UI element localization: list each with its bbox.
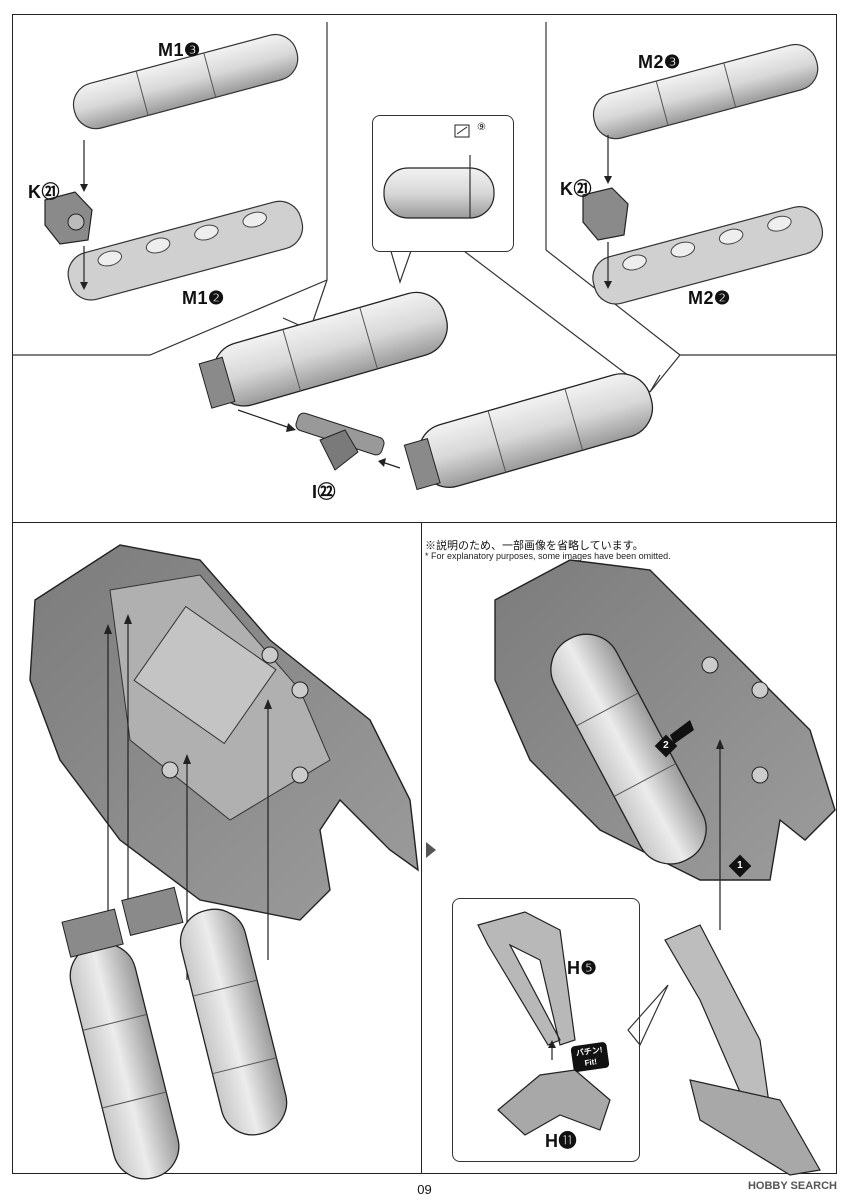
assembled-tank-2 xyxy=(403,373,654,491)
assembled-tank-1 xyxy=(198,291,448,409)
detail-code: ⑨ xyxy=(477,122,487,133)
label-m2-3: M2❸ xyxy=(638,52,681,72)
part-m1-3-shell xyxy=(72,33,299,130)
part-m2-3-shell xyxy=(592,43,819,140)
label-h11: H⓫ xyxy=(545,1131,577,1151)
shield-left xyxy=(29,544,419,921)
column-divider xyxy=(421,522,422,1174)
part-h5 xyxy=(477,911,576,1046)
label-i22: I㉒ xyxy=(312,482,337,502)
tank-left-a xyxy=(61,908,180,1180)
part-i22-joint xyxy=(295,412,385,471)
label-m1-3: M1❸ xyxy=(158,40,201,60)
page-number: 09 xyxy=(417,1182,432,1197)
stand-assembled xyxy=(664,924,821,1176)
section-divider xyxy=(12,522,837,523)
label-m2-2: M2❷ xyxy=(688,288,731,308)
push-arrow xyxy=(670,720,694,744)
tank-left-b xyxy=(121,886,288,1136)
label-k21-right: K㉑ xyxy=(560,179,592,199)
part-k21-right xyxy=(582,187,629,241)
page-frame xyxy=(12,14,837,1174)
stand-detail-box xyxy=(452,898,640,1162)
callout-outline-left xyxy=(12,22,328,356)
part-k21-left xyxy=(44,191,93,245)
note-japanese: ※説明のため、一部画像を省略しています。 xyxy=(425,540,644,552)
part-m1-2-shell xyxy=(67,200,304,301)
attached-tank xyxy=(550,633,707,865)
note-english: * For explanatory purposes, some images … xyxy=(425,551,671,561)
label-m1-2: M1❷ xyxy=(182,288,225,308)
part-h11 xyxy=(497,1069,611,1136)
fit-badge: バチン! Fit! xyxy=(570,1041,610,1073)
detail-callout-box xyxy=(372,115,514,252)
label-k21-left: K㉑ xyxy=(28,182,60,202)
watermark: HOBBY SEARCH xyxy=(747,1180,837,1192)
part-m2-2-shell xyxy=(592,206,824,305)
label-h5: H❺ xyxy=(567,958,598,978)
next-step-arrow xyxy=(426,842,436,858)
